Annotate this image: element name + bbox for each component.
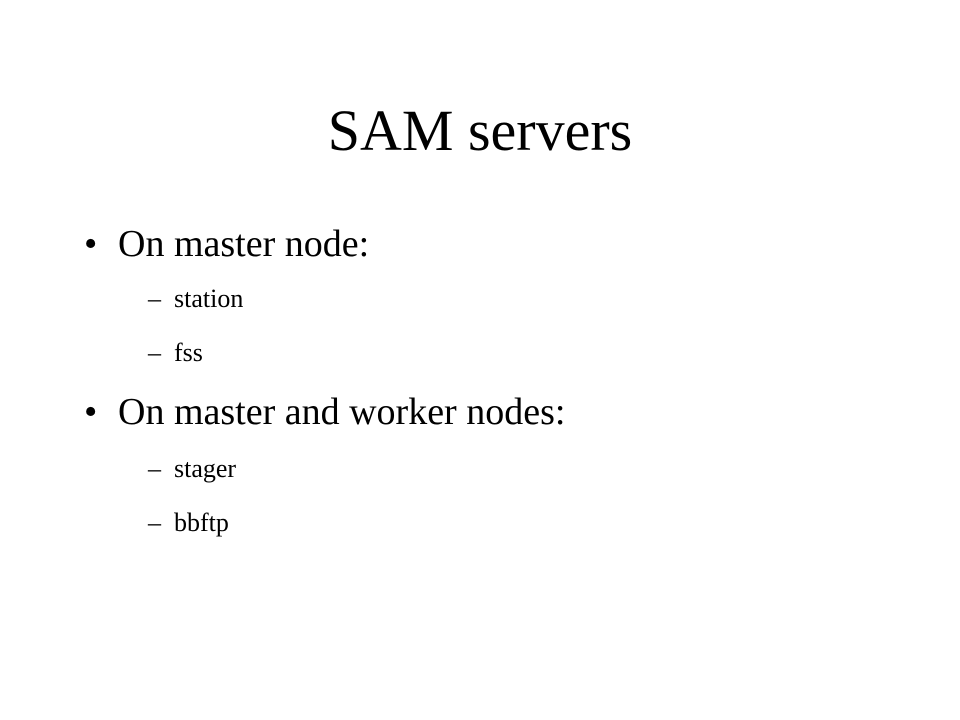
slide-title: SAM servers xyxy=(327,98,633,163)
bullet-text: On master and worker nodes: xyxy=(118,391,566,433)
bullet-item: • On master and worker nodes: xyxy=(84,390,565,434)
sub-marker: – xyxy=(148,454,161,483)
bullet-marker: • xyxy=(84,391,98,433)
bullet-text: On master node: xyxy=(118,223,370,265)
bullet-item: • On master node: xyxy=(84,222,369,266)
sub-text: bbftp xyxy=(174,508,229,537)
sub-text: station xyxy=(174,284,244,313)
bullet-marker: • xyxy=(84,223,98,265)
sub-item: –stager xyxy=(148,454,236,484)
sub-marker: – xyxy=(148,338,161,367)
sub-item: –fss xyxy=(148,338,203,368)
sub-item: –bbftp xyxy=(148,508,229,538)
sub-text: fss xyxy=(174,338,203,367)
sub-text: stager xyxy=(174,454,237,483)
sub-marker: – xyxy=(148,284,161,313)
sub-marker: – xyxy=(148,508,161,537)
sub-item: –station xyxy=(148,284,243,314)
